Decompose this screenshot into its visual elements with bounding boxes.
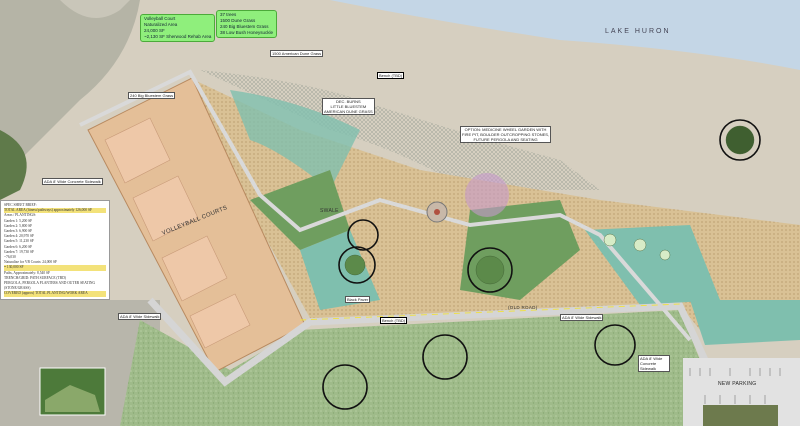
area-legend: SPEC SHEET BRIEF: TOTAL AREA (fitness/pa… xyxy=(0,200,110,300)
callout-line: Naturalized Area xyxy=(144,22,178,27)
tag-ada-walk: ADA 8' Wide Sidewalk xyxy=(118,313,162,320)
walkway xyxy=(79,69,692,342)
legend-line: SPEC SHEET BRIEF: xyxy=(4,203,37,207)
medicine-wheel-option-label: OPTION: MEDICINE WHEEL GARDEN WITH FIRE … xyxy=(460,126,552,143)
legend-line: = 130,000 SF xyxy=(4,265,106,271)
swale-label: SWALE xyxy=(320,208,339,214)
tag-dune-grass: 1500 American Dune Grass xyxy=(270,50,324,57)
lake xyxy=(330,0,800,70)
legend-line: Garden 5: 11,230 SF xyxy=(4,239,34,244)
legend-line: TRENCH/GRID: PATH SURFACE (TBD) xyxy=(4,275,66,280)
tree-canopy-circle xyxy=(719,119,761,161)
legend-line: TOTAL AREA (fitness/pathways) approximat… xyxy=(4,208,106,214)
teal-zone xyxy=(230,90,360,190)
lawn xyxy=(120,310,700,426)
dune-area xyxy=(200,70,600,190)
tag-ada-walk: ADA 8' Wide Sidewalk xyxy=(560,314,604,321)
callout-plant-counts: 37 trees 1500 Dune Grass 240 Big Blueste… xyxy=(216,10,278,38)
tag-bench: Bench (TBD) xyxy=(377,72,405,79)
tag-big-bluestem: 240 Big Bluestem Grass xyxy=(128,92,176,99)
legend-line: ~76,030 xyxy=(4,255,16,260)
legend-line: Garden 2: 5,800 SF xyxy=(4,223,33,228)
tag-paver: Black Paver xyxy=(345,296,371,303)
legend-line: Paths, Approximately: 8,540 SF xyxy=(4,270,51,275)
legend-line: Garden 3: 6,900 SF xyxy=(4,229,33,234)
callout-volleyball-naturalized: Volleyball Court Naturalized Area 24,000… xyxy=(140,14,216,42)
aerial-left xyxy=(0,0,140,180)
lake-label: LAKE HURON xyxy=(605,28,671,35)
legend-line: PERGOLA, PERGOLA PLANTERS AND OUTER SEAT… xyxy=(4,281,96,291)
new-parking-label: NEW PARKING xyxy=(718,381,757,387)
legend-line: Garden 1: 5,200 SF xyxy=(4,218,33,223)
dune-planting-label: DEC. BURNS LITTLE BLUESTEM AMERICAN DUNE… xyxy=(322,98,375,115)
legend-line: Garden 6: 6,200 SF xyxy=(4,244,33,249)
callout-line: 24,000 SF xyxy=(144,28,165,33)
legend-line: Garden 7: 19,730 SF xyxy=(4,249,34,254)
callout-line: Volleyball Court xyxy=(144,16,176,21)
tag-ada-walk: ADA 8' Wide Concrete Sidewalk xyxy=(638,355,670,372)
legend-line: Areas / PLANTINGS: xyxy=(4,213,37,218)
callout-line: 37 trees xyxy=(220,12,237,17)
legend-line: Naturalize for VB Courts: 24,000 SF xyxy=(4,260,58,265)
callout-line: 1500 Dune Grass xyxy=(220,18,256,23)
road xyxy=(147,297,709,387)
legend-line: COVERED (approx) TOTAL PLANTING/WORK ARE… xyxy=(4,291,106,297)
tag-ada-walk: ADA 8' Wide Concrete Sidewalk xyxy=(42,178,103,185)
callout-line: 240 Big Bluestem Grass xyxy=(220,24,269,29)
legend-line: Garden 4: 20,970 SF xyxy=(4,234,34,239)
callout-line: 38 Low Bush Honeysuckle xyxy=(220,30,274,35)
old-road-label: (OLD ROAD) xyxy=(508,305,538,310)
tag-bench: Bench (TBD) xyxy=(380,317,408,324)
callout-line: ~2,130 SF Sherwood Rehab Area xyxy=(144,34,212,39)
